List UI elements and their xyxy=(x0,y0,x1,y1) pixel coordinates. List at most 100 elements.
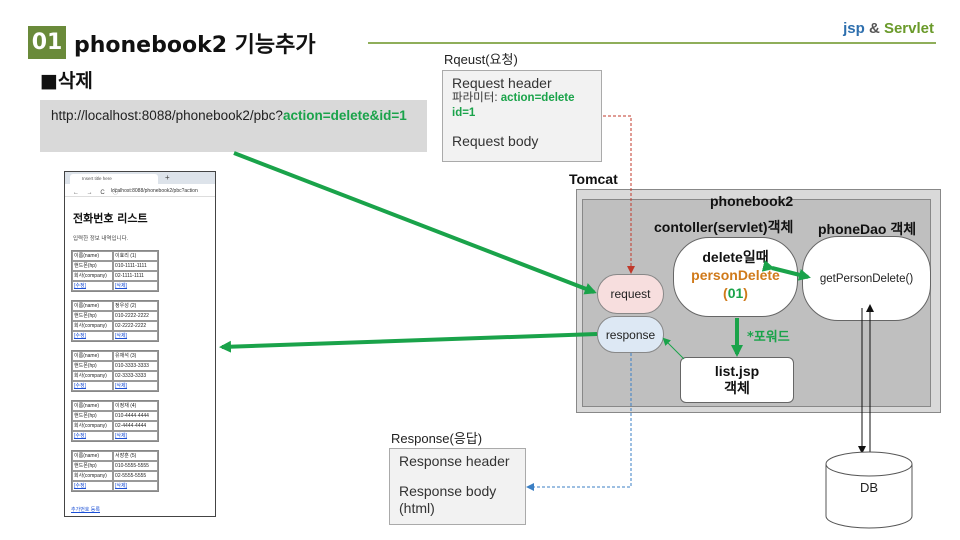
field-value: 010-2222-2222 xyxy=(113,311,158,321)
response-header: Response header xyxy=(399,453,510,469)
controller-label: contoller(servlet)객체 xyxy=(654,219,794,235)
page-title: phonebook2 기능추가 xyxy=(74,33,316,58)
url-params: action=delete&id=1 xyxy=(282,108,407,123)
field-value: 010-1111-1111 xyxy=(113,261,158,271)
field-label: 회사(company) xyxy=(72,321,114,331)
field-value: 서장훈 (5) xyxy=(113,451,158,461)
table-row: 회사(company)02-1111-1111 xyxy=(72,271,158,281)
listjsp-box: list.jsp 객체 xyxy=(680,357,794,403)
field-value: 010-4444-4444 xyxy=(113,411,158,421)
field-label: 핸드폰(hp) xyxy=(72,361,114,371)
delete-link[interactable]: [삭제] xyxy=(113,381,158,391)
edit-link[interactable]: [수정] xyxy=(72,381,114,391)
url-box: http://localhost:8088/phonebook2/pbc?act… xyxy=(40,100,427,152)
listjsp-line1: list.jsp xyxy=(714,363,760,379)
param-label: 파라미터: xyxy=(452,92,501,104)
field-value: 정우성 (2) xyxy=(113,301,158,311)
delete-link[interactable]: [삭제] xyxy=(113,481,158,491)
delete-link[interactable]: [삭제] xyxy=(113,431,158,441)
table-row: 핸드폰(hp)010-5555-5555 xyxy=(72,461,158,471)
controller-dao-arrow xyxy=(761,259,811,281)
table-row: 회사(company)02-3333-3333 xyxy=(72,371,158,381)
field-value: 02-4444-4444 xyxy=(113,421,158,431)
edit-link[interactable]: [수정] xyxy=(72,481,114,491)
request-body: Request body xyxy=(452,133,539,149)
field-label: 회사(company) xyxy=(72,421,114,431)
field-label: 이름(name) xyxy=(72,351,114,361)
table-row: 회사(company)02-5555-5555 xyxy=(72,471,158,481)
edit-link[interactable]: [수정] xyxy=(72,331,114,341)
controller-line2: personDelete xyxy=(691,267,780,283)
edit-link[interactable]: [수정] xyxy=(72,281,114,291)
request-dashed-arrow xyxy=(603,115,635,274)
brand-jsp: jsp xyxy=(843,20,865,37)
response-body-line2: (html) xyxy=(399,500,435,516)
browser-url[interactable]: localhost:8088/phonebook2/pbc?action xyxy=(111,188,198,194)
table-row: 회사(company)02-2222-2222 xyxy=(72,321,158,331)
field-label: 이름(name) xyxy=(72,301,114,311)
url-base: http://localhost:8088/phonebook2/pbc? xyxy=(51,108,283,123)
tomcat-label: Tomcat xyxy=(569,171,618,187)
request-box: Request header 파라미터: action=delete id=1 … xyxy=(442,70,602,162)
forward-label: *포워드 xyxy=(747,330,790,345)
field-value: 유재석 (3) xyxy=(113,351,158,361)
table-row: 핸드폰(hp)010-4444-4444 xyxy=(72,411,158,421)
section-number-badge: 01 xyxy=(28,26,66,59)
table-row: [수정][삭제] xyxy=(72,281,158,291)
param-value-2: id=1 xyxy=(452,107,476,119)
field-value: 이효리 (1) xyxy=(113,251,158,261)
browser-nav-icons[interactable]: ← → C ⓘ xyxy=(73,190,122,196)
response-dashed-arrow xyxy=(526,353,632,491)
field-value: 이정재 (4) xyxy=(113,401,158,411)
request-params: 파라미터: action=delete xyxy=(452,91,592,106)
delete-link[interactable]: [삭제] xyxy=(113,331,158,341)
brand-servlet: Servlet xyxy=(883,20,934,37)
list-heading: 전화번호 리스트 xyxy=(73,212,148,225)
field-label: 핸드폰(hp) xyxy=(72,311,114,321)
table-row: 핸드폰(hp)010-1111-1111 xyxy=(72,261,158,271)
field-value: 02-2222-2222 xyxy=(113,321,158,331)
table-row: [수정][삭제] xyxy=(72,431,158,441)
response-label: Response(응답) xyxy=(391,431,483,446)
browser-tab[interactable]: Insert title here xyxy=(70,174,158,184)
app-label: phonebook2 xyxy=(710,193,794,209)
request-label: Rqeust(요청) xyxy=(444,52,518,67)
table-row: [수정][삭제] xyxy=(72,331,158,341)
title-underline xyxy=(368,42,936,44)
edit-link[interactable]: [수정] xyxy=(72,431,114,441)
new-tab-icon[interactable]: + xyxy=(165,173,170,182)
controller-paren-open: ( xyxy=(723,285,728,301)
field-label: 회사(company) xyxy=(72,471,114,481)
table-row: 핸드폰(hp)010-2222-2222 xyxy=(72,311,158,321)
response-box: Response header Response body (html) xyxy=(389,448,526,525)
listjsp-to-response-arrow xyxy=(662,337,685,360)
section-title: ■삭제 xyxy=(40,70,93,92)
request-header: Request header xyxy=(452,75,552,91)
brand-logo: jsp & Servlet xyxy=(843,20,934,37)
dao-label: phoneDao 객체 xyxy=(818,221,917,237)
field-label: 이름(name) xyxy=(72,451,114,461)
add-number-link[interactable]: 추가번호 등록 xyxy=(71,507,100,513)
browser-window: Insert title here + ← → C ⓘ localhost:80… xyxy=(64,171,216,517)
table-row: 이름(name)이효리 (1) xyxy=(72,251,158,261)
field-value: 02-1111-1111 xyxy=(113,271,158,281)
db-label: DB xyxy=(859,480,879,495)
table-row: 이름(name)유재석 (3) xyxy=(72,351,158,361)
table-row: 이름(name)서장훈 (5) xyxy=(72,451,158,461)
request-object: request xyxy=(597,274,664,314)
param-value: action=delete xyxy=(500,92,575,104)
table-row: 이름(name)이정재 (4) xyxy=(72,401,158,411)
field-label: 핸드폰(hp) xyxy=(72,461,114,471)
list-subtitle: 입력한 정보 내역입니다. xyxy=(73,236,129,242)
table-row: 핸드폰(hp)010-3333-3333 xyxy=(72,361,158,371)
field-label: 핸드폰(hp) xyxy=(72,261,114,271)
delete-link[interactable]: [삭제] xyxy=(113,281,158,291)
controller-line3: (01) xyxy=(674,284,797,302)
table-row: [수정][삭제] xyxy=(72,481,158,491)
url-to-request-arrow xyxy=(233,151,597,295)
response-body: Response body (html) xyxy=(399,483,516,517)
